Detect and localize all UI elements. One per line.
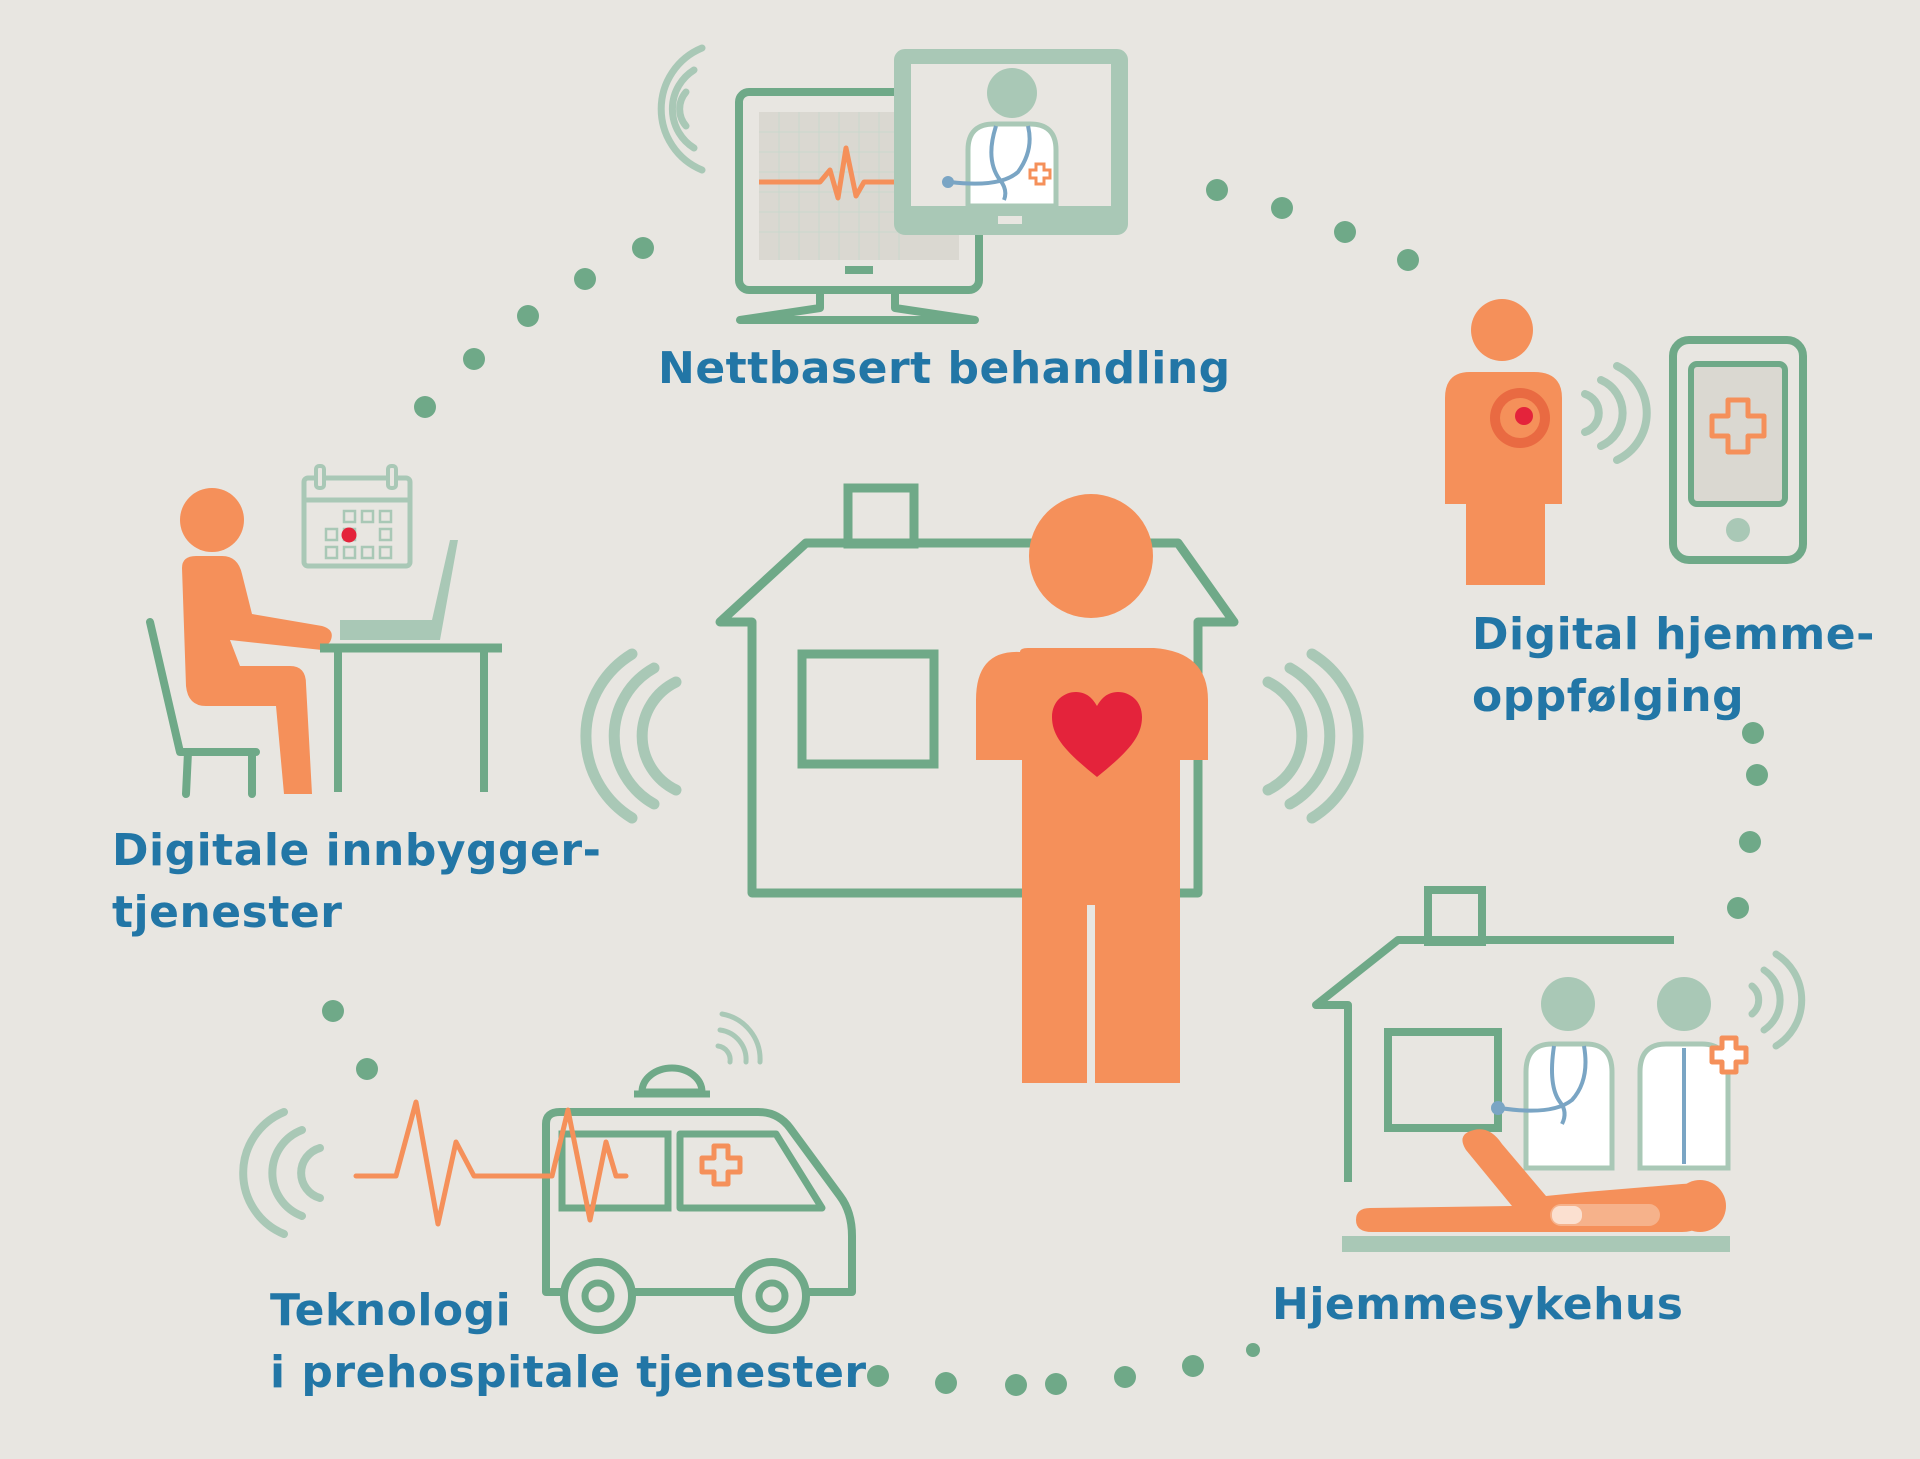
person-with-heart-at-home-icon — [580, 483, 1364, 1083]
person-sensor-phone-icon — [1445, 299, 1807, 585]
label-digitale-innbyggertjenester: Digitale innbygger- tjenester — [112, 820, 601, 944]
label-nettbasert-behandling: Nettbasert behandling — [658, 338, 1231, 400]
dotted-circle-path — [322, 179, 1768, 1396]
label-line: tjenester — [112, 887, 343, 938]
label-line: i prehospitale tjenester — [270, 1347, 867, 1398]
label-line: Digital hjemme- — [1472, 609, 1875, 660]
label-line: Digitale innbygger- — [112, 825, 602, 876]
ambulance-heartbeat-icon — [239, 1011, 856, 1334]
label-line: oppfølging — [1472, 671, 1745, 722]
label-line: Hjemmesykehus — [1272, 1279, 1684, 1330]
home-hospital-icon — [1312, 886, 1806, 1252]
person-laptop-calendar-icon — [146, 464, 502, 798]
label-line: Teknologi — [270, 1285, 512, 1336]
label-teknologi-prehospitale: Teknologi i prehospitale tjenester — [270, 1280, 867, 1404]
monitor-video-doctor-icon — [657, 44, 1128, 324]
label-digital-hjemmeoppfolging: Digital hjemme- oppfølging — [1472, 604, 1875, 728]
label-hjemmesykehus: Hjemmesykehus — [1272, 1274, 1683, 1336]
label-line: Nettbasert behandling — [658, 343, 1231, 394]
